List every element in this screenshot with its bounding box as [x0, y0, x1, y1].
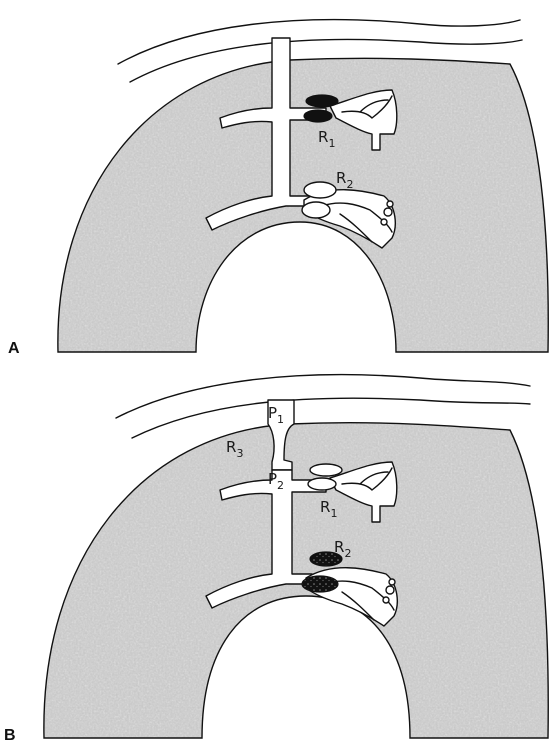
panel-label-b: B	[4, 727, 16, 744]
r1-sphincter-lower	[304, 110, 332, 122]
r2-sphincter-closed-lower	[302, 576, 338, 592]
r1-sphincter-open-upper	[310, 464, 342, 476]
r2-sphincter-open-lower	[302, 202, 330, 218]
panel-a: R1 R2 A	[8, 20, 548, 357]
surface-vessel-outer	[118, 20, 520, 64]
panel-b: P1 R3 P2 R1 R2 B	[4, 375, 548, 744]
r1-sphincter-upper	[306, 95, 338, 107]
r1-sphincter-open-lower	[308, 478, 336, 490]
r2-sphincter-open	[304, 182, 336, 198]
surface-vessel-outer	[116, 375, 530, 418]
panel-label-a: A	[8, 340, 20, 357]
